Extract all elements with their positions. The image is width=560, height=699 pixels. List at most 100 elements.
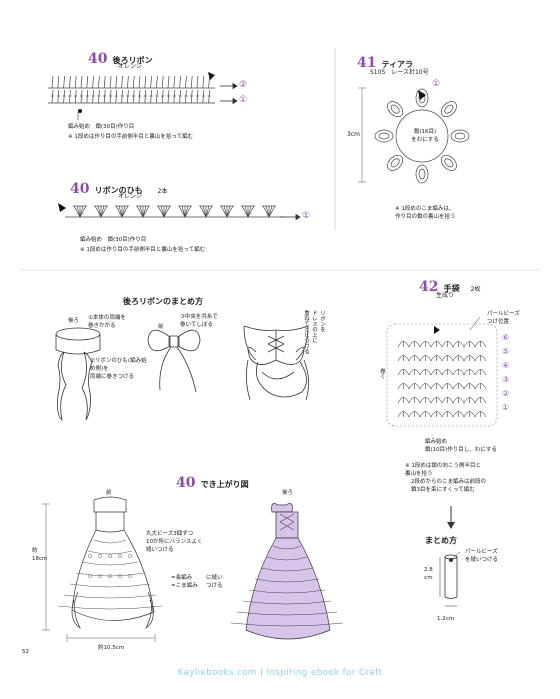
- page-number: 52: [22, 649, 29, 655]
- legend-long-stitch: =長編み: [171, 575, 193, 581]
- stitch-mark: [397, 411, 410, 418]
- stitch-mark: [74, 89, 77, 104]
- bead-note: 丸大ビーズ3個ずつ 10か所にバランスよく 縫いつける: [146, 531, 203, 553]
- stitch-mark: [121, 75, 123, 89]
- stitch-mark: [387, 154, 404, 171]
- pattern-spec: S105 レース針10号: [370, 69, 429, 76]
- stitch-mark: [51, 89, 54, 104]
- stitch-mark: [139, 205, 144, 218]
- stitch-mark: [242, 600, 332, 605]
- stitch-mark: [109, 75, 112, 89]
- yarn-color: オレンジ: [118, 63, 143, 70]
- stitch-mark: [397, 397, 410, 404]
- width-label: 約10.5cm: [98, 645, 125, 651]
- pattern41-heading: 41 ティアラ: [357, 52, 413, 71]
- assembly-step: ③中央を共糸で 巻いてしぼる: [180, 314, 218, 328]
- stitch-mark: [230, 622, 344, 627]
- stitch-mark: [80, 75, 83, 89]
- stitch-mark: [184, 205, 189, 218]
- chart-note: ※ 1段めは作り目の手前側半目と裏山を拾って編む: [68, 134, 194, 140]
- stitch-mark: [260, 567, 314, 572]
- stitch-mark: [173, 75, 176, 89]
- stitch-mark: [268, 205, 276, 218]
- stitch-mark: [103, 89, 106, 104]
- stitch-mark: [430, 397, 443, 404]
- stitch-mark: [80, 89, 83, 104]
- stitch-mark: [179, 75, 181, 89]
- stitch-mark: [441, 397, 454, 404]
- row-label: ②: [239, 80, 248, 90]
- stitch-mark: [408, 383, 421, 390]
- stitch-mark: [202, 89, 205, 104]
- stitch-mark: [208, 89, 210, 104]
- stitch-mark: [98, 75, 100, 89]
- stitch-mark: [272, 545, 302, 550]
- pattern-number: 40: [176, 475, 196, 491]
- stitch-mark: [167, 75, 170, 89]
- stitch-mark: [199, 205, 207, 218]
- stitch-mark: [86, 75, 89, 89]
- stitch-mark: [128, 554, 132, 558]
- stitch-mark: [118, 574, 122, 578]
- stitch-mark: [463, 397, 476, 404]
- stitch-mark: [88, 574, 92, 578]
- stitch-mark: [265, 205, 270, 218]
- stitch-mark: [408, 341, 421, 348]
- stitch-mark: [463, 383, 476, 390]
- stitch-mark: [236, 611, 338, 616]
- stitch-mark: [452, 355, 465, 362]
- stitch-mark: [205, 205, 210, 218]
- stitch-mark: [98, 554, 102, 558]
- front-label: 前: [106, 490, 112, 496]
- stitch-mark: [57, 89, 60, 104]
- pattern-number: 42: [419, 279, 439, 295]
- stitch-mark: [103, 75, 106, 89]
- stitch-mark: [454, 132, 466, 140]
- row-label: ⑤: [502, 347, 510, 356]
- stitch-mark: [138, 75, 141, 89]
- dimension-label: 3cm: [347, 131, 360, 138]
- stitch-mark: [419, 341, 432, 348]
- stitch-mark: [163, 205, 168, 218]
- stitch-mark: [452, 411, 465, 418]
- chart-note: 編み始め 鎖(30目)作り目: [80, 237, 147, 243]
- chart-note: ※ 1段めは鎖の向こう側半目と 裏山を拾う: [405, 463, 481, 477]
- stitch-mark: [161, 75, 164, 89]
- stitch-mark: [474, 383, 487, 390]
- pattern-title: でき上がり図: [200, 480, 249, 489]
- piece-count: 2枚: [470, 286, 481, 293]
- stitch-mark: [69, 75, 71, 89]
- stitch-mark: [160, 205, 165, 218]
- stitch-mark: [51, 75, 54, 89]
- pattern-number: 41: [357, 55, 377, 71]
- stitch-mark: [93, 539, 127, 544]
- stitch-mark: [440, 154, 457, 171]
- stitch-mark: [185, 89, 187, 104]
- bead-position-label: パールビーズ つけ位置: [487, 311, 520, 325]
- stitch-mark: [190, 75, 193, 89]
- assembly-step: リボンを ドレスの上に 重ねてとじつける: [303, 310, 325, 354]
- row-label: ③: [502, 375, 510, 384]
- stitch-mark: [73, 205, 81, 218]
- row-label: ①: [302, 211, 311, 221]
- stitch-mark: [109, 89, 112, 104]
- stitch-mark: [57, 605, 163, 610]
- back-label: 後ろ: [68, 318, 80, 324]
- stitch-mark: [419, 369, 432, 376]
- stitch-mark: [202, 75, 205, 89]
- stitch-mark: [262, 205, 270, 218]
- stitch-mark: [441, 411, 454, 418]
- stitch-mark: [463, 355, 476, 362]
- stitch-mark: [441, 341, 454, 348]
- stitch-mark: [118, 554, 122, 558]
- row-label: ①: [239, 95, 248, 105]
- stitch-mark: [156, 75, 158, 89]
- stitch-mark: [450, 129, 470, 143]
- chart-note: ※ 1段めは作り目の手前側半目と裏山を拾って編む: [80, 247, 206, 253]
- stitch-mark: [452, 369, 465, 376]
- pattern-number: 40: [88, 51, 108, 67]
- stitch-mark: [173, 89, 176, 104]
- legend-single-crochet: =こま編み: [171, 583, 198, 589]
- stitch-mark: [142, 205, 147, 218]
